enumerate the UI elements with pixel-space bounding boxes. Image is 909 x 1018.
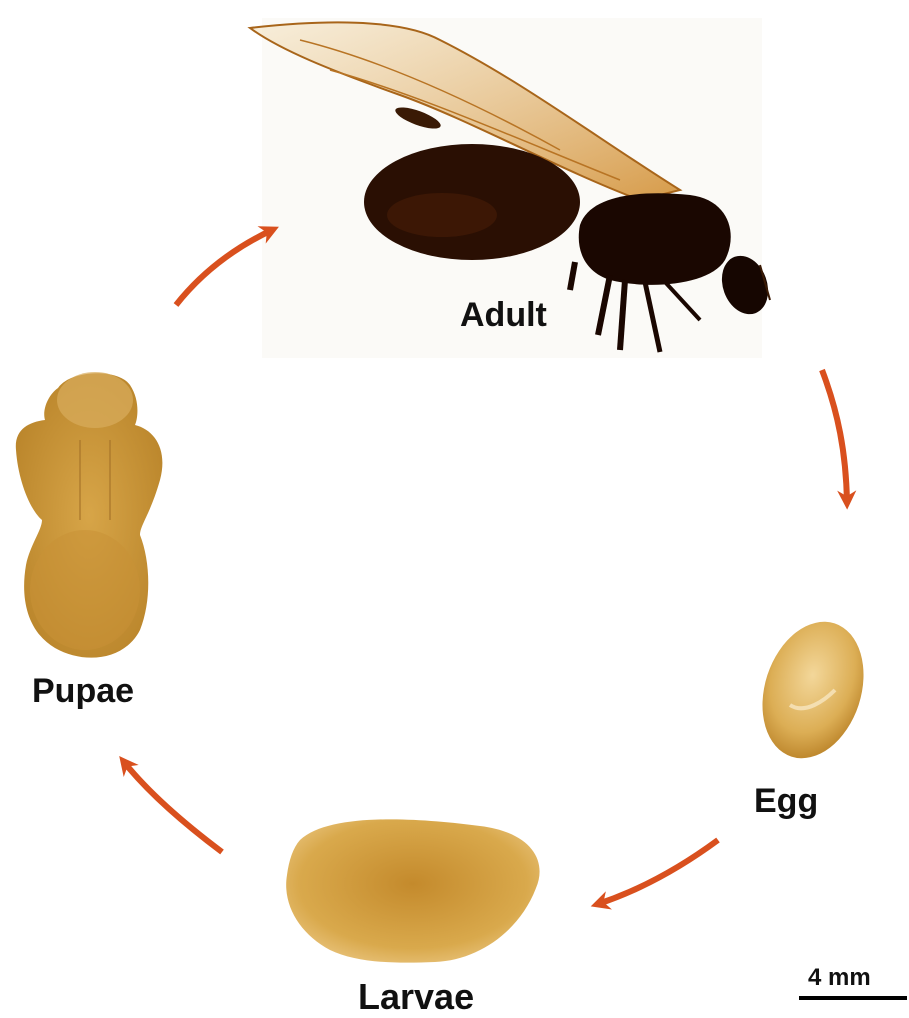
scale-bar — [799, 996, 907, 1000]
stage-label-larvae: Larvae — [358, 976, 474, 1018]
arrow-egg-to-larvae — [598, 840, 718, 904]
larva-specimen — [286, 819, 539, 962]
arrow-pupae-to-adult — [176, 230, 272, 305]
egg-specimen — [746, 609, 881, 772]
scale-bar-label: 4 mm — [808, 964, 871, 992]
adult-thorax — [579, 193, 731, 285]
stage-label-pupae: Pupae — [32, 672, 134, 711]
arrow-larvae-to-pupae — [124, 762, 222, 852]
stage-label-adult: Adult — [460, 296, 547, 335]
pupa-specimen — [16, 372, 163, 658]
arrow-adult-to-egg — [822, 370, 847, 502]
stage-label-egg: Egg — [754, 782, 818, 821]
